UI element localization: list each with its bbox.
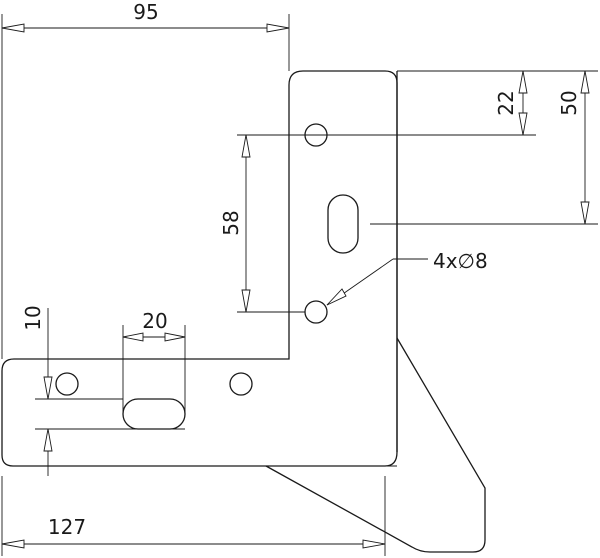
holes bbox=[55, 123, 359, 430]
dimension-width-bottom: 127 bbox=[1, 476, 386, 556]
dimension-hole-offset-left: 10 bbox=[21, 305, 185, 476]
dimension-width-top-label: 95 bbox=[133, 0, 158, 24]
dimension-hole-offset-top: 22 bbox=[237, 70, 536, 136]
slot-horizontal bbox=[122, 398, 186, 430]
dimension-slot-length-label: 20 bbox=[142, 309, 167, 333]
dimension-width-top: 95 bbox=[1, 0, 290, 359]
dimension-hole-offset-left-label: 10 bbox=[21, 305, 45, 330]
dimension-slot-length: 20 bbox=[122, 309, 186, 412]
dimension-hole-spacing-vertical-label: 58 bbox=[219, 210, 243, 235]
dimension-hole-offset-top-label: 22 bbox=[494, 90, 518, 115]
dimension-slot-offset-top-label: 50 bbox=[557, 90, 581, 115]
slot-vertical bbox=[327, 194, 359, 254]
holes-callout: 4x∅8 bbox=[326, 249, 488, 306]
dimension-hole-spacing-vertical: 58 bbox=[219, 134, 305, 313]
hole-bottom-right bbox=[229, 372, 253, 396]
holes-callout-label: 4x∅8 bbox=[433, 249, 488, 273]
bracket-plate-outline bbox=[1, 70, 398, 467]
hole-middle bbox=[304, 300, 328, 324]
bracket-outline bbox=[1, 70, 486, 553]
dimension-width-bottom-label: 127 bbox=[48, 515, 86, 539]
dimension-slot-offset-top: 50 bbox=[370, 70, 598, 225]
hole-bottom-left bbox=[55, 372, 79, 396]
side-flange-outline bbox=[265, 337, 486, 553]
